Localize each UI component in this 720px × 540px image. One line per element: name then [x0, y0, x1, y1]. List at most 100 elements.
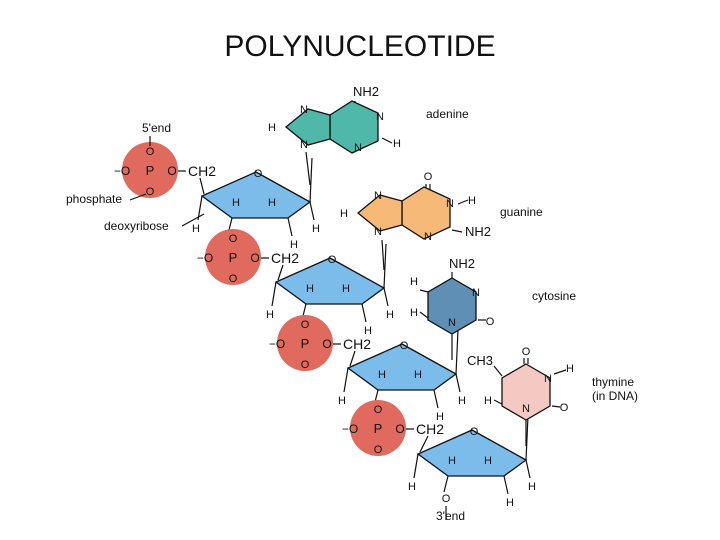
adenine-h: H [268, 122, 276, 134]
guanine-h: H [340, 208, 348, 220]
single-bond [457, 199, 469, 205]
single-bond [419, 311, 429, 319]
carbon-h: H [266, 309, 274, 321]
deoxyribose-sugar [346, 343, 458, 391]
adenine-n: N [300, 104, 308, 116]
phosphate-oxygen-bottom: O [301, 359, 310, 371]
carbon-h: H [192, 223, 200, 235]
ch2-label: CH2 [188, 163, 216, 179]
guanine-h: H [468, 195, 476, 207]
single-bond [287, 217, 293, 237]
ch2-to-sugar-bond [199, 177, 205, 195]
deoxyribose-pointer [181, 213, 205, 227]
deoxyribose-sugar [416, 429, 528, 477]
ring-oxygen: O [328, 254, 337, 266]
single-bond [553, 369, 567, 375]
phosphate-circle [122, 142, 178, 198]
thymine-ring [501, 363, 551, 421]
adenine-n: N [354, 142, 362, 154]
adenine-h: H [393, 138, 401, 150]
glycosidic-bond [383, 243, 387, 289]
phosphate-oxygen-top: O [374, 404, 383, 416]
phosphate-oxygen-bottom: O [229, 273, 238, 285]
phosphate-o-minus: −O [197, 251, 213, 265]
ch2-to-sugar-bond [277, 264, 284, 281]
single-bond [455, 373, 461, 393]
glycosidic-bond [309, 157, 313, 203]
thymine-n: N [544, 373, 552, 385]
guanine-n: N [424, 231, 432, 243]
sugar-h: H [448, 455, 456, 467]
carbon-h: H [386, 309, 394, 321]
cytosine-n: N [472, 287, 480, 299]
carbon-h: H [436, 411, 444, 423]
deoxyribose-sugar [274, 257, 386, 305]
carbon-h: H [458, 395, 466, 407]
double-bond [551, 405, 561, 408]
cytosine-oxygen: O [486, 316, 495, 328]
deoxyribose-label: deoxyribose [104, 219, 169, 233]
carbon-h: H [290, 239, 298, 251]
phosphate-circle [277, 315, 333, 371]
cytosine-label: cytosine [532, 289, 576, 303]
sugar-h: H [268, 197, 276, 209]
ch2-to-sugar-bond [349, 350, 356, 367]
page-title: POLYNUCLEOTIDE [224, 30, 496, 63]
phosphate-pointer [129, 193, 147, 201]
carbon-h: H [338, 395, 346, 407]
single-bond [309, 201, 315, 221]
phosphate-o-minus: −O [342, 422, 358, 436]
thymine-oxygen: O [522, 346, 531, 358]
phosphorus-atom: P [301, 336, 310, 351]
ch2-to-sugar-bond [419, 435, 429, 453]
single-bond [361, 303, 367, 323]
ring-oxygen: O [400, 340, 409, 352]
guanine-n: N [374, 226, 382, 238]
phosphate-oxygen-top: O [146, 146, 155, 158]
adenine-five-ring [284, 108, 331, 146]
phosphate-oxygen-right: O [322, 337, 331, 351]
ch2-label: CH2 [343, 336, 371, 352]
phosphate-label: phosphate [66, 192, 122, 206]
cytosine-nh2: NH2 [449, 256, 475, 271]
sugar-h: H [378, 369, 386, 381]
glycosidic-bond [525, 415, 529, 461]
single-bond [413, 453, 419, 479]
cytosine-n: N [448, 317, 456, 329]
guanine-n: N [374, 190, 382, 202]
amino-bond [451, 229, 463, 233]
adenine-label: adenine [426, 107, 469, 121]
molecule-shapes [122, 100, 551, 477]
single-bond [433, 389, 439, 409]
phosphate-circle [350, 400, 406, 456]
phosphate-oxygen-bottom: O [374, 444, 383, 456]
single-bond [503, 475, 509, 495]
phosphate-oxygen-top: O [301, 319, 310, 331]
three-prime-oxygen: O [442, 493, 451, 505]
phosphate-oxygen-top: O [229, 233, 238, 245]
phosphate-circle [205, 229, 261, 285]
single-bond [493, 365, 503, 377]
cytosine-ring [427, 277, 477, 335]
glycosidic-bond [381, 239, 385, 271]
carbon-h: H [506, 497, 514, 509]
guanine-oxygen: O [424, 171, 433, 183]
sugar-h: H [484, 455, 492, 467]
single-bond [343, 367, 349, 393]
thymine-oxygen: O [560, 402, 569, 414]
guanine-n: N [446, 198, 454, 210]
adenine-n: N [300, 139, 308, 151]
annotations: 5'endphosphatedeoxyriboseadenineguaninec… [66, 107, 638, 523]
single-bond [525, 459, 531, 479]
sugar-h: H [414, 369, 422, 381]
phosphate-o-minus: −O [114, 164, 130, 178]
adenine-n: N [376, 111, 384, 123]
ch2-label: CH2 [271, 250, 299, 266]
single-bond [381, 137, 393, 144]
carbon-h: H [312, 223, 320, 235]
glycosidic-bond [455, 329, 459, 375]
ring-oxygen: O [254, 168, 263, 180]
thymine-h: H [484, 395, 492, 407]
single-bond [383, 287, 389, 307]
